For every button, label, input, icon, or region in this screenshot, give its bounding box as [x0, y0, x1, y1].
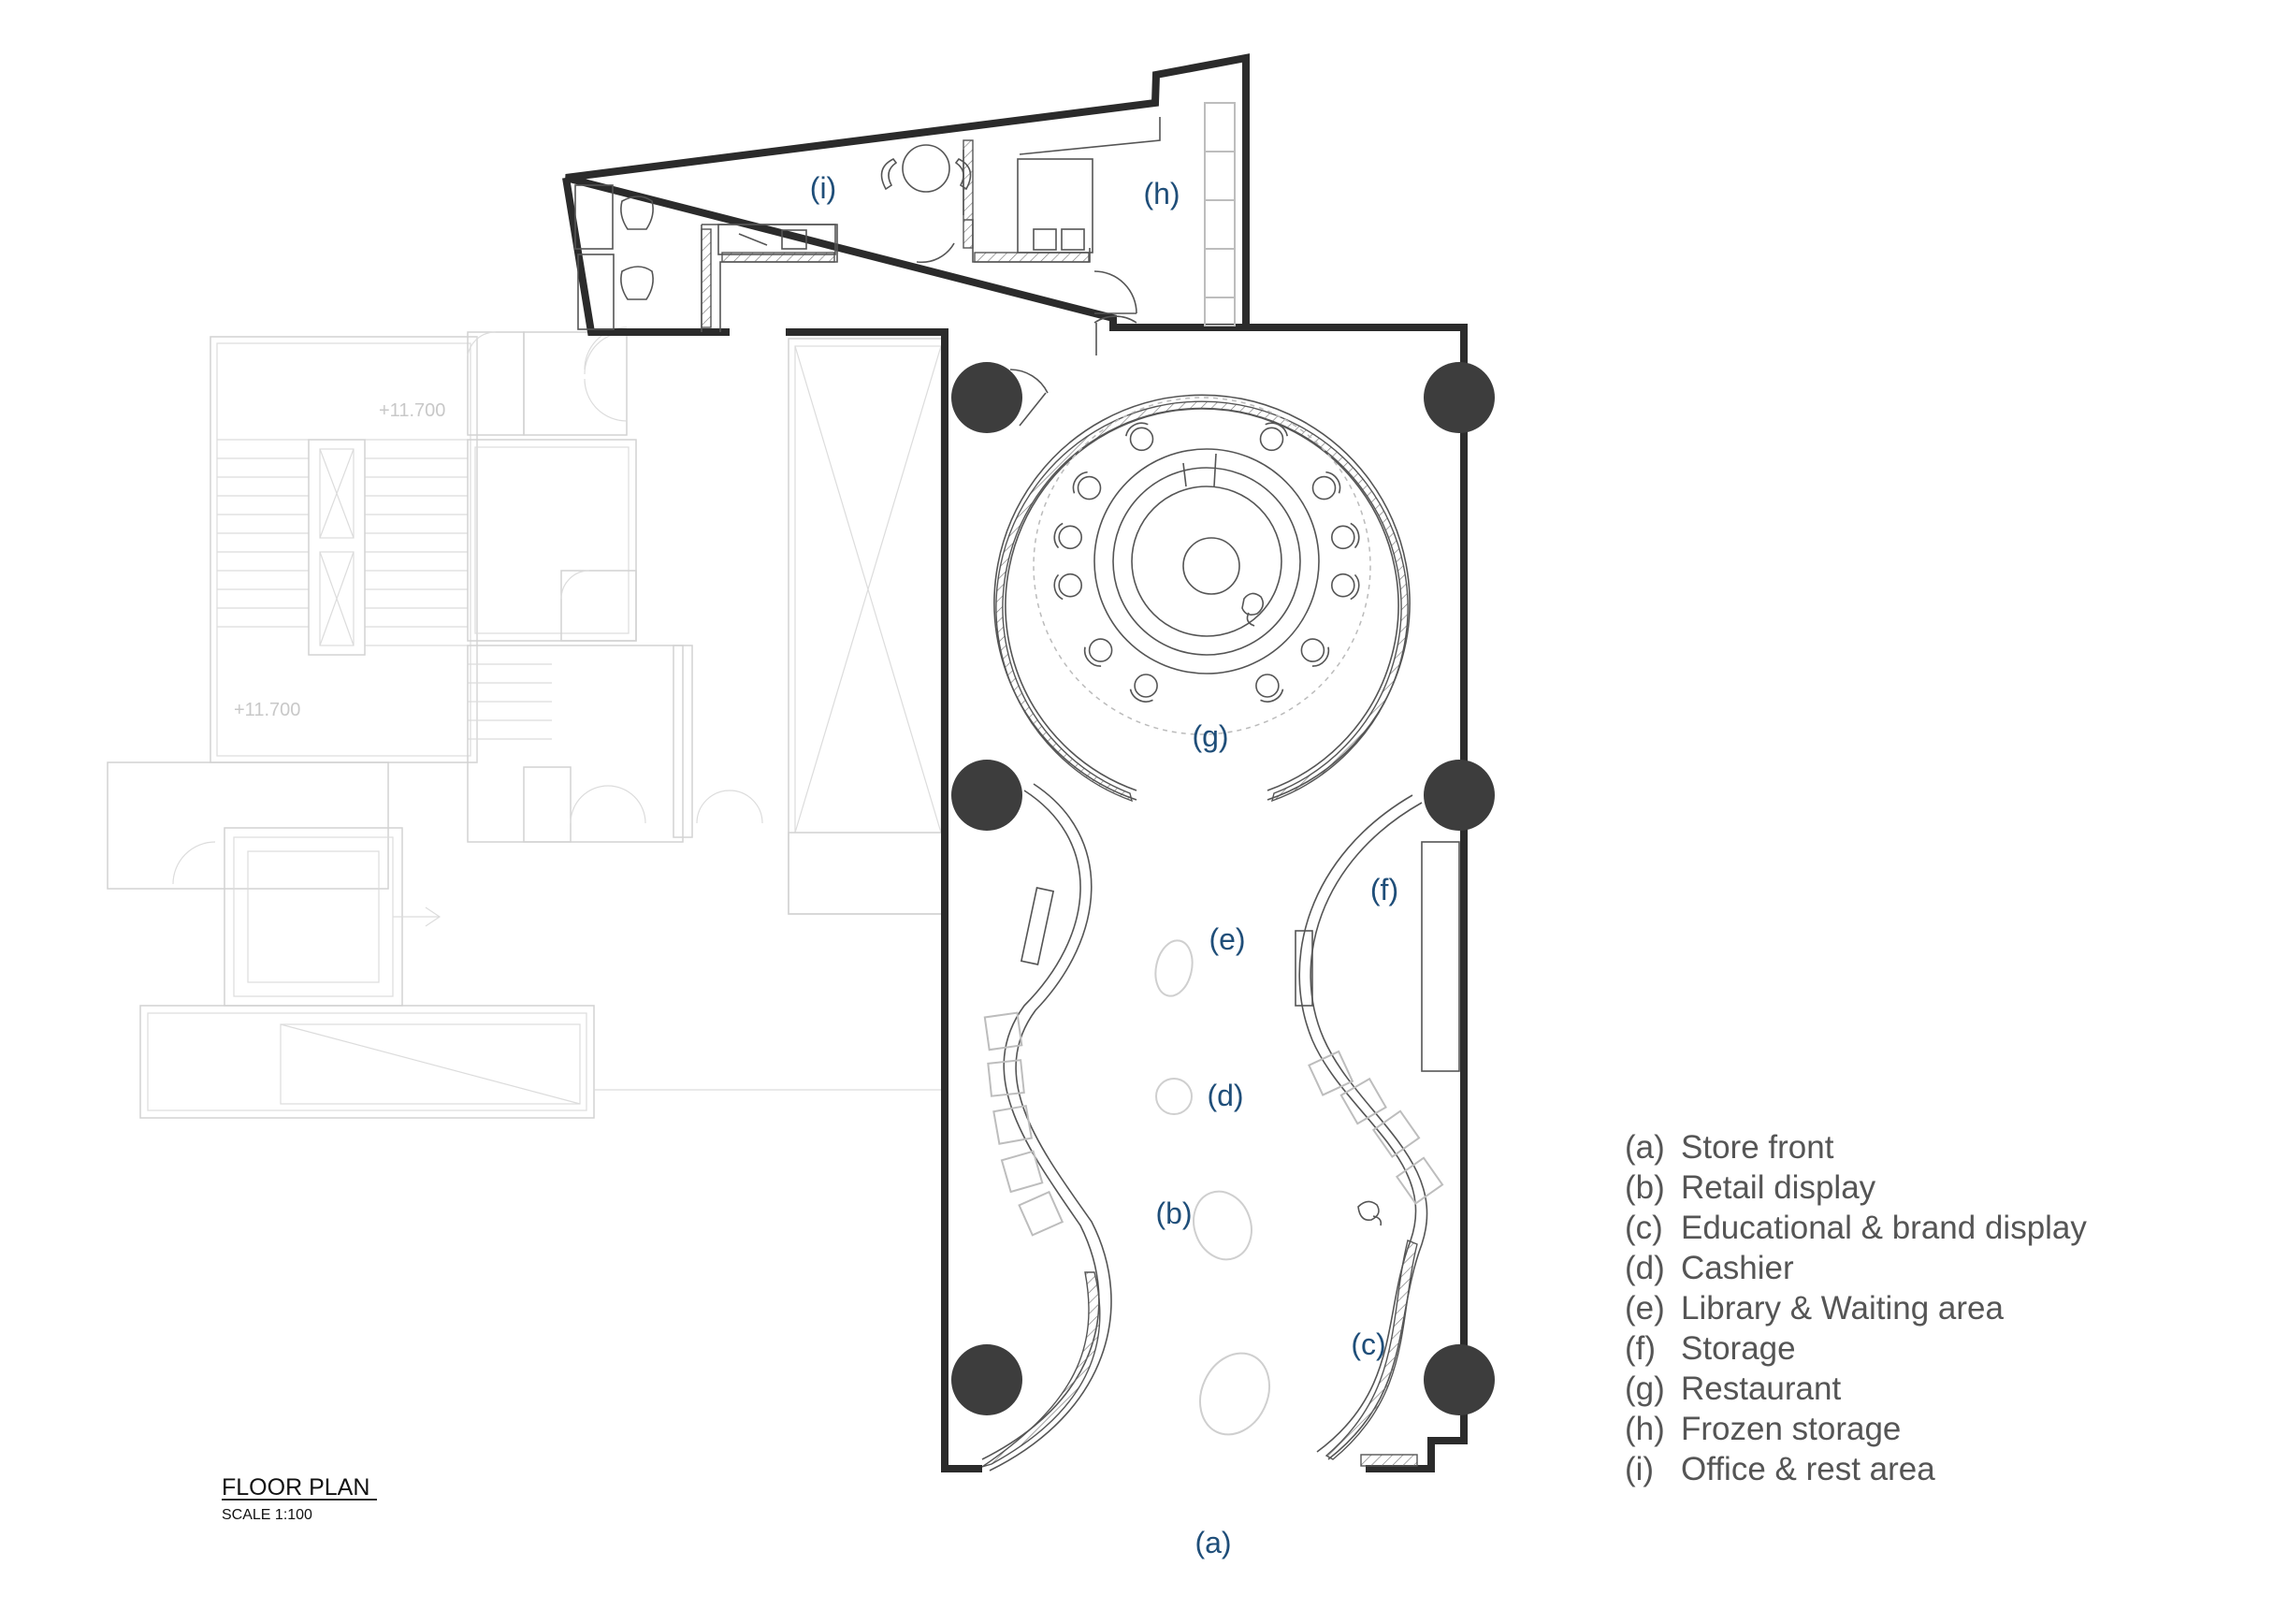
bar-stool-back: [1072, 471, 1088, 494]
bar-stool-back: [1053, 522, 1064, 549]
bar-stool: [1259, 427, 1284, 452]
bar-stool-back: [1325, 471, 1341, 494]
legend-code: (f): [1625, 1330, 1656, 1367]
bar-stool-back: [1083, 646, 1102, 667]
legend-name: Office & rest area: [1681, 1451, 1935, 1487]
legend-item: (i) Office & rest area: [1625, 1451, 1935, 1487]
zone-label-f: (f): [1370, 873, 1398, 906]
restaurant-ring: [993, 315, 1411, 803]
column: [1424, 1344, 1495, 1415]
bar-stool: [1129, 427, 1154, 452]
store-walls: [786, 324, 1468, 1472]
zone-label-c: (c): [1351, 1327, 1385, 1361]
legend-item: (e) Library & Waiting area: [1625, 1290, 2004, 1327]
legend-code: (c): [1625, 1210, 1663, 1246]
elevation-mark-upper: +11.700: [379, 400, 445, 421]
restaurant-stools: [1053, 422, 1360, 703]
legend-name: Library & Waiting area: [1681, 1290, 2004, 1327]
wavy-display-walls: [981, 783, 1460, 1472]
legend-item: (g) Restaurant: [1625, 1370, 1841, 1407]
zone-label-e: (e): [1209, 922, 1245, 956]
legend-code: (g): [1625, 1370, 1665, 1407]
bar-stool: [1331, 525, 1355, 550]
legend-item: (d) Cashier: [1625, 1250, 1794, 1286]
bar-stool-back: [1350, 522, 1360, 549]
bar-stool-back: [1350, 573, 1360, 601]
bar-stool: [1134, 674, 1158, 698]
bar-stool-back: [1265, 422, 1288, 437]
bar-stool-back: [1129, 689, 1153, 703]
zone-label-h: (h): [1143, 177, 1180, 210]
zone-label-b: (b): [1155, 1196, 1192, 1230]
legend-code: (d): [1625, 1250, 1665, 1286]
legend-name: Educational & brand display: [1681, 1210, 2087, 1246]
legend-item: (b) Retail display: [1625, 1169, 1876, 1206]
bar-stool-back: [1125, 422, 1149, 437]
legend-name: Storage: [1681, 1330, 1796, 1367]
bar-stool: [1058, 525, 1082, 550]
bar-stool: [1077, 475, 1102, 500]
bar-stool-back: [1260, 689, 1284, 703]
bar-stool: [1255, 674, 1280, 698]
legend-code: (i): [1625, 1451, 1654, 1487]
column: [951, 1344, 1022, 1415]
column: [951, 362, 1022, 433]
display-islands: [1154, 939, 1383, 1436]
legend-code: (a): [1625, 1129, 1665, 1166]
legend-name: Cashier: [1681, 1250, 1794, 1286]
drawing-title: FLOOR PLAN: [222, 1474, 369, 1501]
zone-label-i: (i): [810, 171, 836, 205]
zone-label-a: (a): [1194, 1526, 1231, 1559]
bar-stool-back: [1053, 573, 1064, 601]
bar-stool-back: [1311, 646, 1330, 667]
legend-name: Store front: [1681, 1129, 1834, 1166]
structural-columns: [951, 362, 1495, 1415]
zone-label-g: (g): [1192, 719, 1228, 753]
legend-code: (b): [1625, 1169, 1665, 1206]
legend-name: Frozen storage: [1681, 1411, 1901, 1447]
legend-code: (h): [1625, 1411, 1665, 1447]
column: [1424, 760, 1495, 831]
bar-stool: [1331, 573, 1355, 598]
legend-item: (c) Educational & brand display: [1625, 1210, 2087, 1246]
bar-stool: [1300, 638, 1325, 662]
legend-item: (a) Store front: [1625, 1129, 1834, 1166]
drawing-scale: SCALE 1:100: [222, 1507, 312, 1523]
legend-name: Retail display: [1681, 1169, 1876, 1206]
bar-stool: [1088, 638, 1113, 662]
elevation-mark-lower: +11.700: [234, 700, 300, 720]
zone-label-d: (d): [1207, 1079, 1243, 1112]
legend: (a) Store front (b) Retail display (c) E…: [1625, 1129, 2087, 1487]
legend-code: (e): [1625, 1290, 1665, 1327]
adjacent-building-outline: [107, 326, 948, 1119]
bar-stool: [1058, 573, 1082, 598]
title-block: FLOOR PLAN SCALE 1:100: [222, 1474, 377, 1523]
legend-name: Restaurant: [1681, 1370, 1841, 1407]
column: [951, 760, 1022, 831]
bar-stool: [1311, 475, 1337, 500]
legend-item: (f) Storage: [1625, 1330, 1796, 1367]
column: [1424, 362, 1495, 433]
legend-item: (h) Frozen storage: [1625, 1411, 1901, 1447]
